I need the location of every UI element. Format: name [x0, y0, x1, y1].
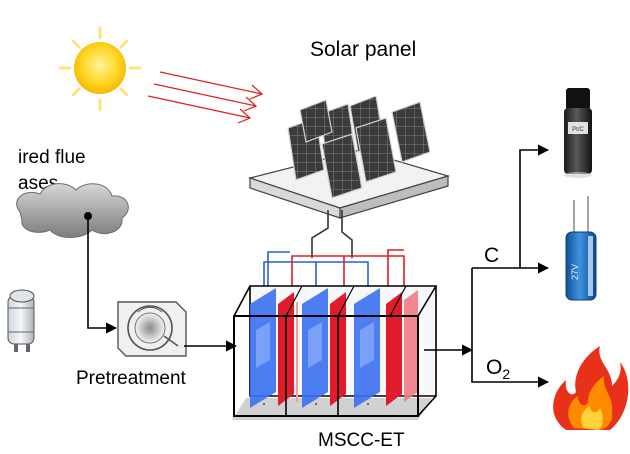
reactor-output-arrow — [424, 144, 550, 388]
gas-tank-icon — [7, 289, 35, 352]
oxygen-label: O2 — [486, 356, 510, 382]
flame-icon — [553, 346, 629, 430]
capacitor-label: 27V — [570, 264, 580, 280]
solar-panel-icon — [247, 95, 451, 219]
mscc-et-reactor — [232, 285, 437, 420]
solar-panel-label: Solar panel — [310, 38, 416, 61]
power-wires — [263, 210, 405, 305]
vial-label: Pt/C — [572, 127, 584, 133]
pretreatment-unit-icon — [117, 301, 187, 357]
capacitor-icon: 27V — [565, 196, 597, 301]
flue-gas-flow-arrow — [84, 212, 118, 334]
carbon-label: C — [484, 244, 499, 267]
flue-gases-label-line1: ired flue — [18, 147, 86, 168]
sun-icon — [58, 26, 142, 112]
carbon-vial-icon: Pt/C — [564, 88, 592, 178]
sunlight-arrows — [147, 71, 264, 124]
pretreatment-label: Pretreatment — [76, 368, 187, 389]
reactor-label: MSCC-ET — [318, 430, 405, 451]
flue-gas-cloud-icon — [16, 183, 129, 238]
